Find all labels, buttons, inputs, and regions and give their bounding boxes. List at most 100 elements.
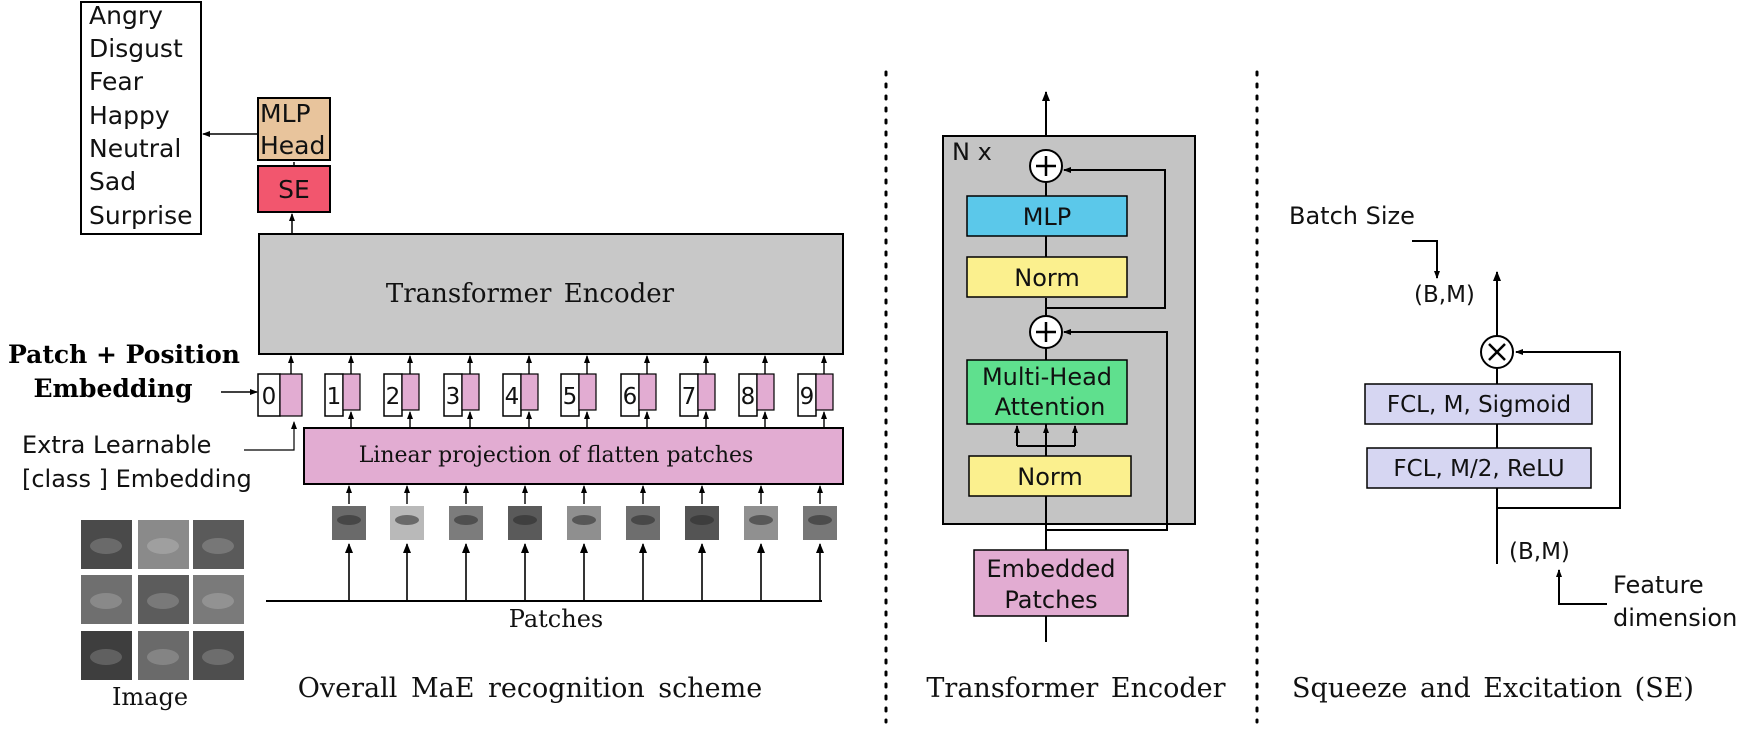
patch-feature: [395, 515, 419, 525]
patch-thumbnail: [449, 485, 483, 601]
token-embedding: 2: [383, 355, 420, 428]
patch-embedding-box: [279, 373, 303, 417]
emotion-label: Neutral: [89, 134, 181, 163]
feature-dimension-arrow: [1556, 569, 1607, 605]
bm-output-label: (B,M): [1414, 282, 1475, 308]
norm-label: Norm: [1017, 463, 1082, 491]
patch-embedding-box: [697, 373, 716, 411]
fcl-sigmoid-label: FCL, M, Sigmoid: [1387, 392, 1571, 418]
fcl-relu-block: [1366, 447, 1592, 489]
transformer-encoder-block: [258, 233, 844, 355]
fcl-relu-label: FCL, M/2, ReLU: [1393, 456, 1564, 482]
position-index-label: 4: [505, 384, 520, 410]
embedded-patches-label: Embedded: [986, 555, 1115, 583]
face-tile-image: [81, 575, 132, 624]
patch-embedding-box: [342, 373, 361, 411]
patch-feature: [337, 515, 361, 525]
feature-dimension-label: Feature: [1613, 571, 1704, 599]
se-skip-connection: [1497, 349, 1621, 509]
emotion-label: Happy: [89, 101, 170, 130]
position-index-label: 3: [446, 384, 461, 410]
linear-projection-box: [303, 427, 844, 485]
mlp-head-label: MLP: [260, 99, 311, 128]
patch-thumbnail: [803, 485, 837, 601]
mlp-head-box: [257, 97, 331, 161]
face-tile: [193, 520, 244, 569]
batch-size-label: Batch Size: [1289, 202, 1415, 230]
norm-block-top: [966, 256, 1128, 298]
se-caption: Squeeze and Excitation (SE): [1292, 673, 1694, 704]
patch-feature: [572, 515, 596, 525]
class-embedding-pointer: [244, 421, 297, 451]
token-embedding: 6: [620, 355, 657, 428]
face-tile-highlight: [147, 649, 179, 665]
face-tile: [138, 520, 189, 569]
patch-thumbnail: [332, 485, 366, 601]
face-tile: [138, 631, 189, 680]
patch-position-label: Embedding: [33, 374, 192, 403]
n-times-label: N x: [952, 138, 992, 166]
multi-head-attention-block: [966, 359, 1128, 425]
patch-thumbnail: [390, 485, 424, 601]
patch-embedding-box: [756, 373, 775, 411]
emotion-label: Angry: [89, 1, 163, 30]
face-tile-image: [138, 575, 189, 624]
token-embedding: 0: [257, 355, 303, 417]
face-tile: [81, 631, 132, 680]
face-tile: [81, 575, 132, 624]
mlp-block: [966, 195, 1128, 237]
patch-embedding-box: [638, 373, 657, 411]
position-index-label: 9: [800, 384, 815, 410]
encoder-caption: Transformer Encoder: [926, 673, 1225, 704]
embedded-patches-box: [973, 549, 1129, 617]
patch-thumbnails: [332, 485, 837, 601]
face-tile-image: [81, 631, 132, 680]
face-tile-image: [193, 575, 244, 624]
add-node-icon: [1029, 149, 1063, 183]
patch-feature: [808, 515, 832, 525]
face-tile-highlight: [147, 593, 179, 609]
patch-thumbnail: [626, 485, 660, 601]
extra-learnable-label: Extra Learnable: [22, 431, 211, 459]
position-index-label: 5: [563, 384, 578, 410]
face-tile-image: [81, 520, 132, 569]
token-embedding: 5: [560, 355, 597, 428]
face-tile-highlight: [90, 538, 122, 554]
overall-scheme-panel: Angry Disgust Fear Happy Neutral Sad Sur…: [8, 1, 844, 711]
patch-feature: [454, 515, 478, 525]
embedded-patches-label: Patches: [1004, 586, 1097, 614]
residual-connection-attention: [1046, 329, 1168, 531]
squeeze-excitation-panel: Batch Size (B,M) FCL, M, Sigmoid FCL, M/…: [1289, 202, 1737, 704]
feature-dimension-label: dimension: [1613, 604, 1737, 632]
batch-size-arrow: [1412, 240, 1440, 279]
token-embedding: 7: [679, 355, 716, 428]
patch-embedding-box: [461, 373, 480, 411]
multiply-node-icon: [1480, 335, 1514, 369]
face-tile-highlight: [202, 649, 234, 665]
add-node-icon: [1029, 315, 1063, 349]
se-box: [257, 165, 331, 213]
patch-feature: [690, 515, 714, 525]
patch-embedding-box: [520, 373, 539, 411]
mha-label: Attention: [995, 393, 1106, 421]
linear-projection-label: Linear projection of flatten patches: [359, 443, 754, 468]
transformer-encoder-label: Transformer Encoder: [386, 279, 675, 309]
token-embedding: 1: [324, 355, 361, 428]
emotion-label: Sad: [89, 167, 136, 196]
mlp-head-label: Head: [260, 131, 325, 160]
emotion-list-box: [80, 1, 202, 235]
image-label: Image: [112, 683, 188, 711]
patch-thumbnail: [508, 485, 542, 601]
bm-input-label: (B,M): [1509, 539, 1570, 565]
face-tile-image: [193, 520, 244, 569]
token-embedding: 9: [797, 355, 834, 428]
patch-thumbnail: [744, 485, 778, 601]
face-tile: [138, 575, 189, 624]
norm-block-bottom: [968, 455, 1132, 497]
token-embedding: 8: [738, 355, 775, 428]
patch-feature: [749, 515, 773, 525]
mha-label: Multi-Head: [982, 363, 1112, 391]
face-tile-highlight: [202, 593, 234, 609]
patch-thumbnail: [567, 485, 601, 601]
